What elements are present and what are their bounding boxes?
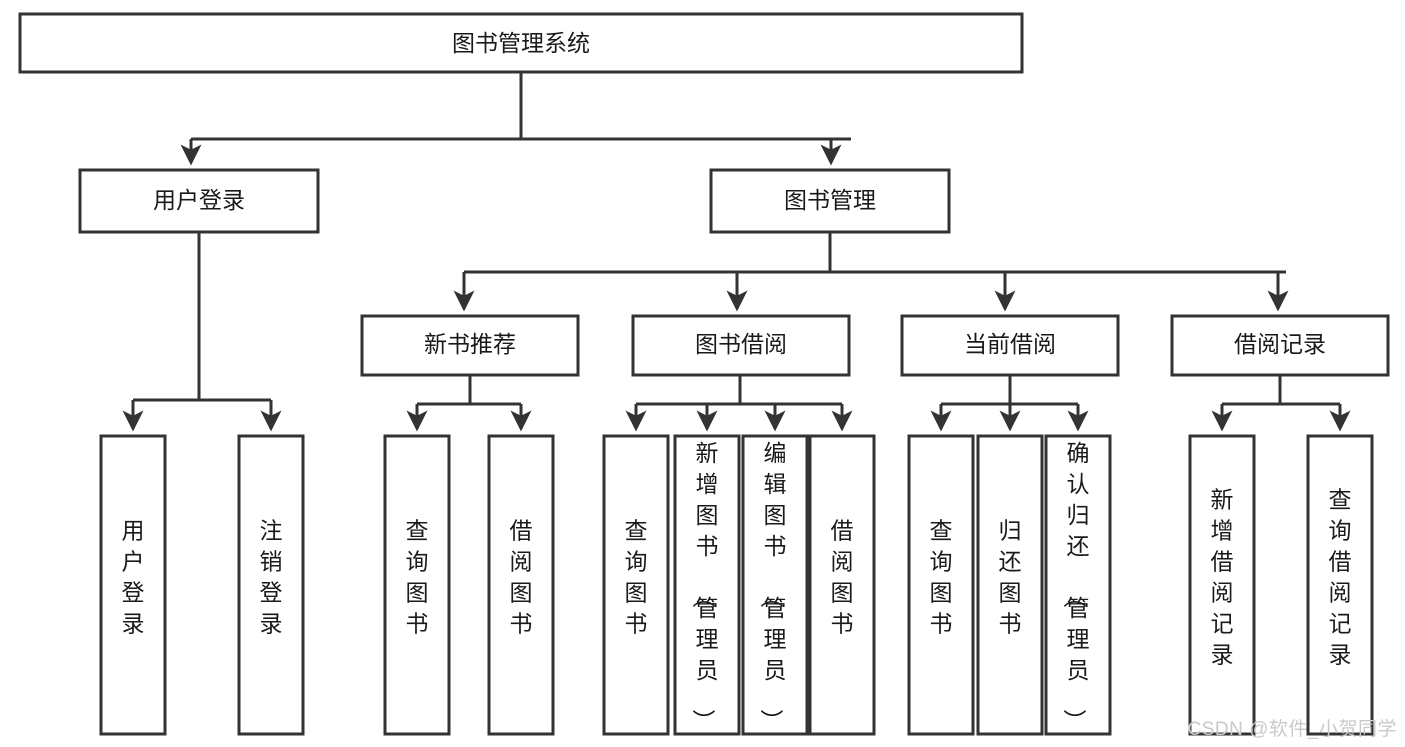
node-leaf-return-book[interactable]: 归还图书	[976, 434, 1044, 736]
node-leaf-logout-login-label: 注销登录	[260, 518, 283, 637]
node-borrow-record-label: 借阅记录	[1234, 331, 1326, 357]
node-book-management[interactable]: 图书管理	[709, 168, 951, 234]
connector-currentborrow-to-leaves	[930, 375, 1089, 432]
connector-newbook-to-leaves	[406, 375, 532, 432]
node-user-login-label: 用户登录	[153, 187, 245, 213]
node-book-management-label: 图书管理	[784, 187, 876, 213]
node-leaf-borrow-book-1-label: 借阅图书	[510, 518, 533, 637]
node-leaf-add-record-label: 新增借阅记录	[1211, 487, 1234, 668]
node-leaf-query-record-label: 查询借阅记录	[1329, 487, 1352, 668]
node-root[interactable]: 图书管理系统	[18, 12, 1024, 74]
connector-userlogin-to-leaves	[122, 232, 282, 432]
node-leaf-borrow-book-2-label: 借阅图书	[831, 518, 854, 637]
node-leaf-add-record[interactable]: 新增借阅记录	[1188, 434, 1256, 736]
node-leaf-query-book-3-label: 查询图书	[930, 518, 953, 637]
node-root-label: 图书管理系统	[452, 30, 590, 56]
connector-root-to-level2	[180, 72, 851, 166]
node-leaf-add-book[interactable]: 新增图书（管理员）	[673, 434, 741, 736]
node-leaf-add-book-label: 新增图书（管理员）	[691, 440, 719, 732]
node-leaf-query-book-2[interactable]: 查询图书	[602, 434, 670, 736]
node-leaf-user-login-label: 用户登录	[122, 518, 145, 637]
connector-bookmgmt-to-level3	[453, 232, 1289, 312]
node-borrow-record[interactable]: 借阅记录	[1170, 314, 1390, 377]
node-new-book-recommend[interactable]: 新书推荐	[360, 314, 580, 377]
node-leaf-logout-login[interactable]: 注销登录	[237, 434, 305, 736]
node-leaf-borrow-book-2[interactable]: 借阅图书	[808, 434, 876, 736]
node-leaf-confirm-return-label: 确认归还（管理员）	[1062, 440, 1090, 732]
connector-bookborrow-to-leaves	[625, 375, 853, 432]
node-leaf-user-login[interactable]: 用户登录	[99, 434, 167, 736]
node-leaf-return-book-label: 归还图书	[999, 518, 1022, 637]
node-leaf-query-book-1-label: 查询图书	[406, 518, 429, 637]
node-leaf-borrow-book-1[interactable]: 借阅图书	[487, 434, 555, 736]
node-current-borrow-label: 当前借阅	[964, 331, 1056, 357]
node-leaf-query-book-2-label: 查询图书	[625, 518, 648, 637]
node-leaf-query-book-3[interactable]: 查询图书	[907, 434, 975, 736]
node-leaf-query-book-1[interactable]: 查询图书	[383, 434, 451, 736]
connector-borrowrecord-to-leaves	[1211, 375, 1351, 432]
node-book-borrow-label: 图书借阅	[695, 331, 787, 357]
node-leaf-query-record[interactable]: 查询借阅记录	[1306, 434, 1374, 736]
node-leaf-confirm-return[interactable]: 确认归还（管理员）	[1044, 434, 1112, 736]
node-new-book-recommend-label: 新书推荐	[424, 331, 516, 357]
node-book-borrow[interactable]: 图书借阅	[631, 314, 851, 377]
node-user-login[interactable]: 用户登录	[78, 168, 320, 234]
node-leaf-edit-book-label: 编辑图书（管理员）	[759, 440, 787, 732]
node-leaf-edit-book[interactable]: 编辑图书（管理员）	[741, 434, 809, 736]
node-current-borrow[interactable]: 当前借阅	[900, 314, 1120, 377]
